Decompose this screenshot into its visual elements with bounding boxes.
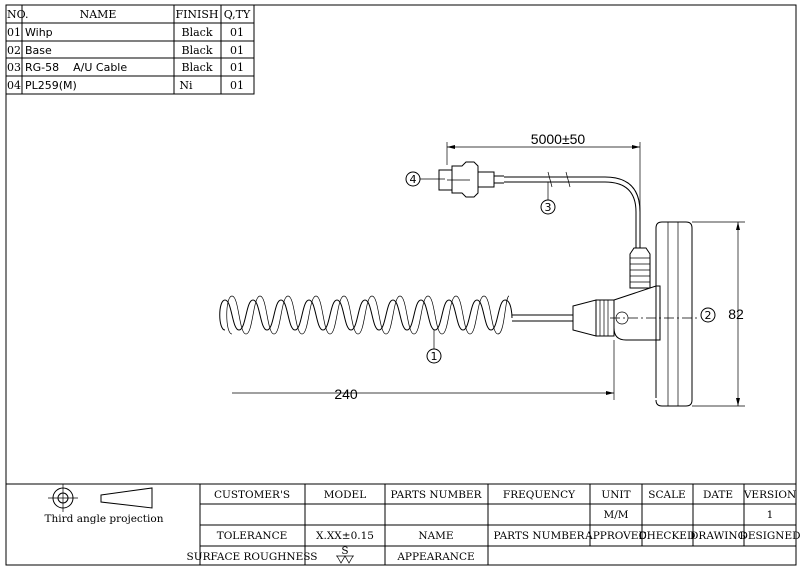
surface-roughness-symbol: S: [336, 545, 354, 564]
checked-label: CHECKED: [639, 530, 696, 542]
table-row: 02 Base Black 01: [7, 44, 244, 57]
scale-header: SCALE: [648, 489, 685, 501]
row-name: RG-58 A/U Cable: [25, 61, 127, 74]
row-qty: 01: [230, 61, 244, 74]
callout-4: 4: [405, 171, 445, 187]
header-no: NO.: [7, 8, 29, 21]
table-row: 03 RG-58 A/U Cable Black 01: [7, 61, 244, 74]
projection-label: Third angle projection: [45, 513, 164, 525]
height-dimension: 82: [692, 221, 745, 407]
header-qty: Q,TY: [224, 8, 251, 21]
row-name: Wihp: [25, 26, 53, 39]
appearance-label: APPEARANCE: [396, 551, 474, 563]
approved-label: APPROVED: [584, 530, 647, 542]
row-name: Base: [25, 44, 52, 57]
callout-1: 1: [426, 330, 442, 364]
whip-antenna: [219, 295, 615, 337]
table-row: 04 PL259(M) Ni 01: [7, 79, 244, 92]
name-label: NAME: [418, 530, 453, 542]
version-value: 1: [767, 509, 774, 521]
antenna-drawing: 5000±50: [219, 131, 745, 407]
callout-2: 2: [700, 307, 716, 323]
svg-text:4: 4: [410, 173, 417, 186]
pl259-connector: [438, 161, 504, 198]
callout-3: 3: [540, 182, 556, 215]
cable-length-label: 5000±50: [531, 131, 586, 147]
third-angle-projection-symbol: [48, 484, 153, 512]
parts-number-label: PARTS NUMBER: [493, 530, 585, 542]
parts-number-header: PARTS NUMBER: [390, 489, 482, 501]
row-no: 03: [7, 61, 21, 74]
unit-value: M/M: [603, 509, 628, 521]
date-header: DATE: [703, 489, 733, 501]
svg-text:1: 1: [431, 350, 438, 363]
version-header: VERSION: [743, 489, 796, 501]
designed-label: DESIGNED: [739, 530, 800, 542]
row-finish: Black: [182, 26, 213, 39]
length-label: 240: [334, 386, 358, 402]
tolerance-label: TOLERANCE: [217, 530, 288, 542]
height-label: 82: [728, 306, 744, 322]
row-finish: Black: [182, 61, 213, 74]
parts-table: NO. NAME FINISH Q,TY 01 Wihp Black 01 02…: [5, 4, 255, 95]
drawing-label: DRAWING: [690, 530, 746, 542]
rg58-cable: [504, 171, 641, 248]
row-name: PL259(M): [25, 79, 77, 92]
unit-header: UNIT: [601, 489, 630, 501]
row-qty: 01: [230, 26, 244, 39]
cable-length-dimension: 5000±50: [446, 131, 641, 220]
sheet-border: [5, 4, 797, 566]
row-finish: Ni: [179, 79, 193, 92]
table-row: 01 Wihp Black 01: [7, 26, 244, 39]
row-no: 02: [7, 44, 21, 57]
surface-roughness-label: SURFACE ROUGHNESS: [187, 551, 318, 563]
row-qty: 01: [230, 79, 244, 92]
header-name: NAME: [80, 8, 117, 21]
frequency-header: FREQUENCY: [503, 489, 576, 501]
header-finish: FINISH: [175, 8, 218, 21]
model-header: MODEL: [324, 489, 366, 501]
antenna-base: [610, 221, 700, 407]
svg-text:3: 3: [545, 201, 552, 214]
row-no: 01: [7, 26, 21, 39]
customer-header: CUSTOMER'S: [214, 489, 290, 501]
row-qty: 01: [230, 44, 244, 57]
svg-text:2: 2: [705, 309, 712, 322]
row-no: 04: [7, 79, 21, 92]
strain-relief: [629, 247, 651, 289]
length-dimension: 240: [232, 340, 615, 402]
tolerance-value: X.XX±0.15: [316, 530, 374, 542]
row-finish: Black: [182, 44, 213, 57]
title-block: Third angle projection CUSTOMER'S MODEL …: [5, 483, 800, 566]
svg-text:S: S: [341, 545, 348, 557]
